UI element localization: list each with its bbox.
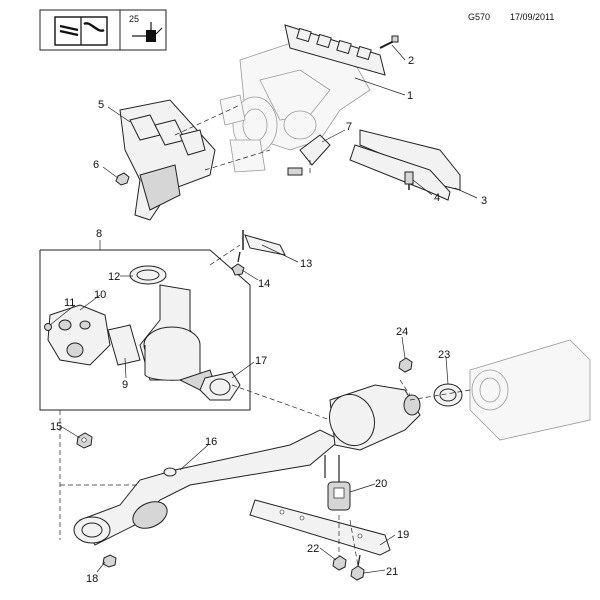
manifold-nut xyxy=(115,172,130,186)
catalytic-converter xyxy=(139,284,216,391)
callout-21: 21 xyxy=(386,566,398,578)
callout-8: 8 xyxy=(96,228,102,240)
icon-number: 25 xyxy=(129,14,139,24)
converter-nut xyxy=(398,357,413,373)
callout-14: 14 xyxy=(258,278,270,290)
manifold-gasket-top xyxy=(284,24,386,76)
callout-17: 17 xyxy=(255,355,267,367)
clamp-bracket xyxy=(287,134,331,176)
flange-gasket xyxy=(199,371,241,401)
callout-2: 2 xyxy=(408,55,414,67)
callout-9: 9 xyxy=(122,379,128,391)
bracket-bolt xyxy=(231,251,245,276)
alignment-lines xyxy=(59,104,471,567)
exhaust-manifold xyxy=(119,99,216,221)
stud-bolt xyxy=(379,35,399,49)
crossmember-nut xyxy=(332,555,347,571)
heat-shield-gasket xyxy=(349,129,461,201)
converter-bracket xyxy=(107,324,141,366)
turbo-heat-shield xyxy=(47,304,111,366)
rear-silencer xyxy=(469,339,591,441)
callout-23: 23 xyxy=(438,349,450,361)
callout-11: 11 xyxy=(64,297,75,309)
callout-15: 15 xyxy=(50,421,62,433)
rear-flange-gasket xyxy=(433,383,463,407)
leader-lines xyxy=(49,44,478,574)
callout-5: 5 xyxy=(98,99,104,111)
callout-4: 4 xyxy=(434,192,440,204)
converter-assembly-box xyxy=(39,249,251,411)
callout-16: 16 xyxy=(205,436,217,448)
callout-13: 13 xyxy=(300,258,312,270)
service-tool-icon xyxy=(132,22,163,42)
diagram-date: 17/09/2011 xyxy=(510,12,554,22)
support-bracket xyxy=(242,230,286,256)
center-converter xyxy=(328,384,421,451)
callout-24: 24 xyxy=(396,326,408,338)
diagram-code: G570 xyxy=(468,12,490,22)
callout-20: 20 xyxy=(375,478,387,490)
header-icon-box: 25 xyxy=(39,9,167,51)
callout-7: 7 xyxy=(346,121,352,133)
callout-1: 1 xyxy=(407,90,413,102)
manual-book-icon xyxy=(54,16,108,46)
shield-bolt xyxy=(44,323,52,331)
callout-19: 19 xyxy=(397,529,409,541)
flange-nut xyxy=(76,432,93,449)
callout-3: 3 xyxy=(481,195,487,207)
callout-6: 6 xyxy=(93,159,99,171)
callout-labels: 1 2 3 4 5 6 7 8 9 10 11 12 13 14 15 16 1… xyxy=(50,55,487,585)
callout-22: 22 xyxy=(307,543,319,555)
crossmember-bolt xyxy=(350,554,365,581)
rubber-hanger xyxy=(324,455,351,511)
callout-18: 18 xyxy=(86,573,98,585)
crossmember-bracket xyxy=(249,499,391,556)
pipe-flange-bolt xyxy=(102,554,117,568)
callout-10: 10 xyxy=(94,289,106,301)
oxygen-sensor xyxy=(404,171,414,190)
callout-12: 12 xyxy=(108,271,120,283)
converter-gasket xyxy=(129,265,167,285)
